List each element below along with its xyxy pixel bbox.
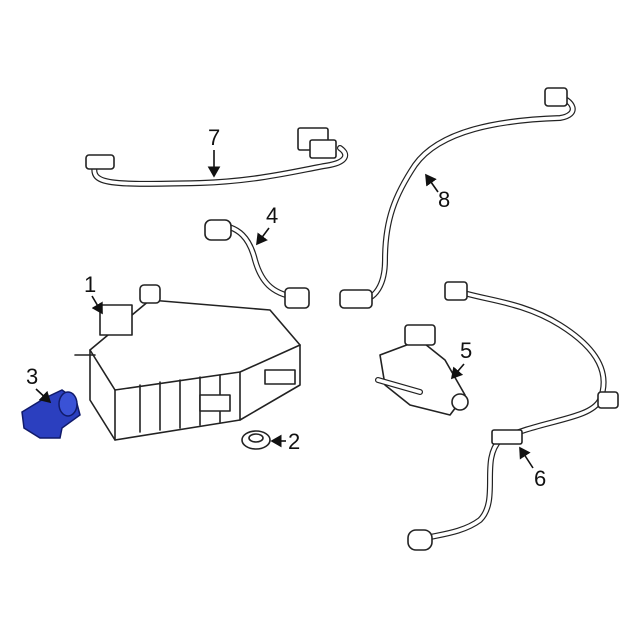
callout-2: 2 bbox=[270, 429, 300, 454]
callout-label: 7 bbox=[208, 125, 220, 150]
callout-label: 3 bbox=[26, 364, 38, 389]
callout-label: 6 bbox=[534, 466, 546, 491]
callout-label: 4 bbox=[266, 203, 278, 228]
part-8-sensor-harness[interactable] bbox=[339, 87, 576, 309]
callout-label: 2 bbox=[288, 429, 300, 454]
callout-5: 5 bbox=[450, 338, 472, 380]
part-7-sensor-harness[interactable] bbox=[85, 127, 349, 187]
callout-1: 1 bbox=[84, 272, 103, 315]
part-2-grommet[interactable] bbox=[241, 430, 271, 450]
part-6-vapor-hose[interactable] bbox=[407, 281, 619, 551]
callout-label: 1 bbox=[84, 272, 96, 297]
callout-3: 3 bbox=[26, 364, 52, 404]
callout-8: 8 bbox=[425, 173, 450, 212]
callout-label: 5 bbox=[460, 338, 472, 363]
part-3-purge-valve[interactable] bbox=[21, 389, 81, 439]
part-5-vent-valve[interactable] bbox=[375, 324, 469, 416]
part-4-vent-hose[interactable] bbox=[204, 219, 310, 309]
callout-6: 6 bbox=[519, 446, 546, 491]
callout-label: 8 bbox=[438, 187, 450, 212]
callout-4: 4 bbox=[256, 203, 278, 246]
part-1-vapor-canister[interactable] bbox=[74, 284, 301, 441]
callout-7: 7 bbox=[207, 125, 221, 178]
